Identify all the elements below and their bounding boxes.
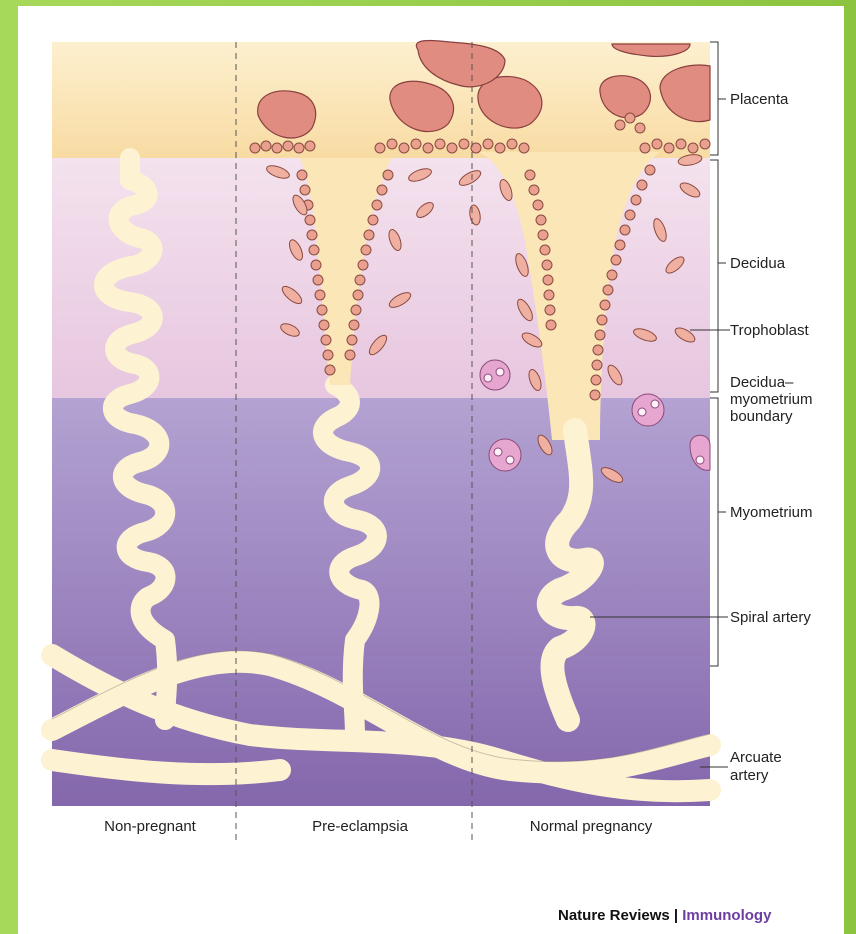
label-arcuate-line2: artery (730, 767, 768, 784)
label-trophoblast: Trophoblast (730, 322, 809, 339)
credit-separator: | (670, 907, 683, 924)
journal-credit: Nature Reviews | Immunology (558, 907, 771, 924)
column-label-non-pregnant: Non-pregnant (80, 818, 220, 835)
column-label-pre-eclampsia: Pre-eclampsia (280, 818, 440, 835)
label-spiral-artery: Spiral artery (730, 609, 811, 626)
label-myometrium: Myometrium (730, 504, 813, 521)
label-boundary-line1: Decidua– (730, 374, 793, 391)
figure-panel: Placenta Decidua Trophoblast Decidua– my… (18, 6, 844, 934)
label-placenta: Placenta (730, 91, 788, 108)
credit-journal-group: Nature Reviews (558, 907, 670, 924)
label-boundary-line3: boundary (730, 408, 793, 425)
label-decidua: Decidua (730, 255, 785, 272)
label-boundary-line2: myometrium (730, 391, 813, 408)
credit-journal: Immunology (682, 907, 771, 924)
label-arcuate-line1: Arcuate (730, 749, 782, 766)
column-label-normal-pregnancy: Normal pregnancy (496, 818, 686, 835)
spiral-artery-remodelling-diagram (18, 6, 844, 934)
